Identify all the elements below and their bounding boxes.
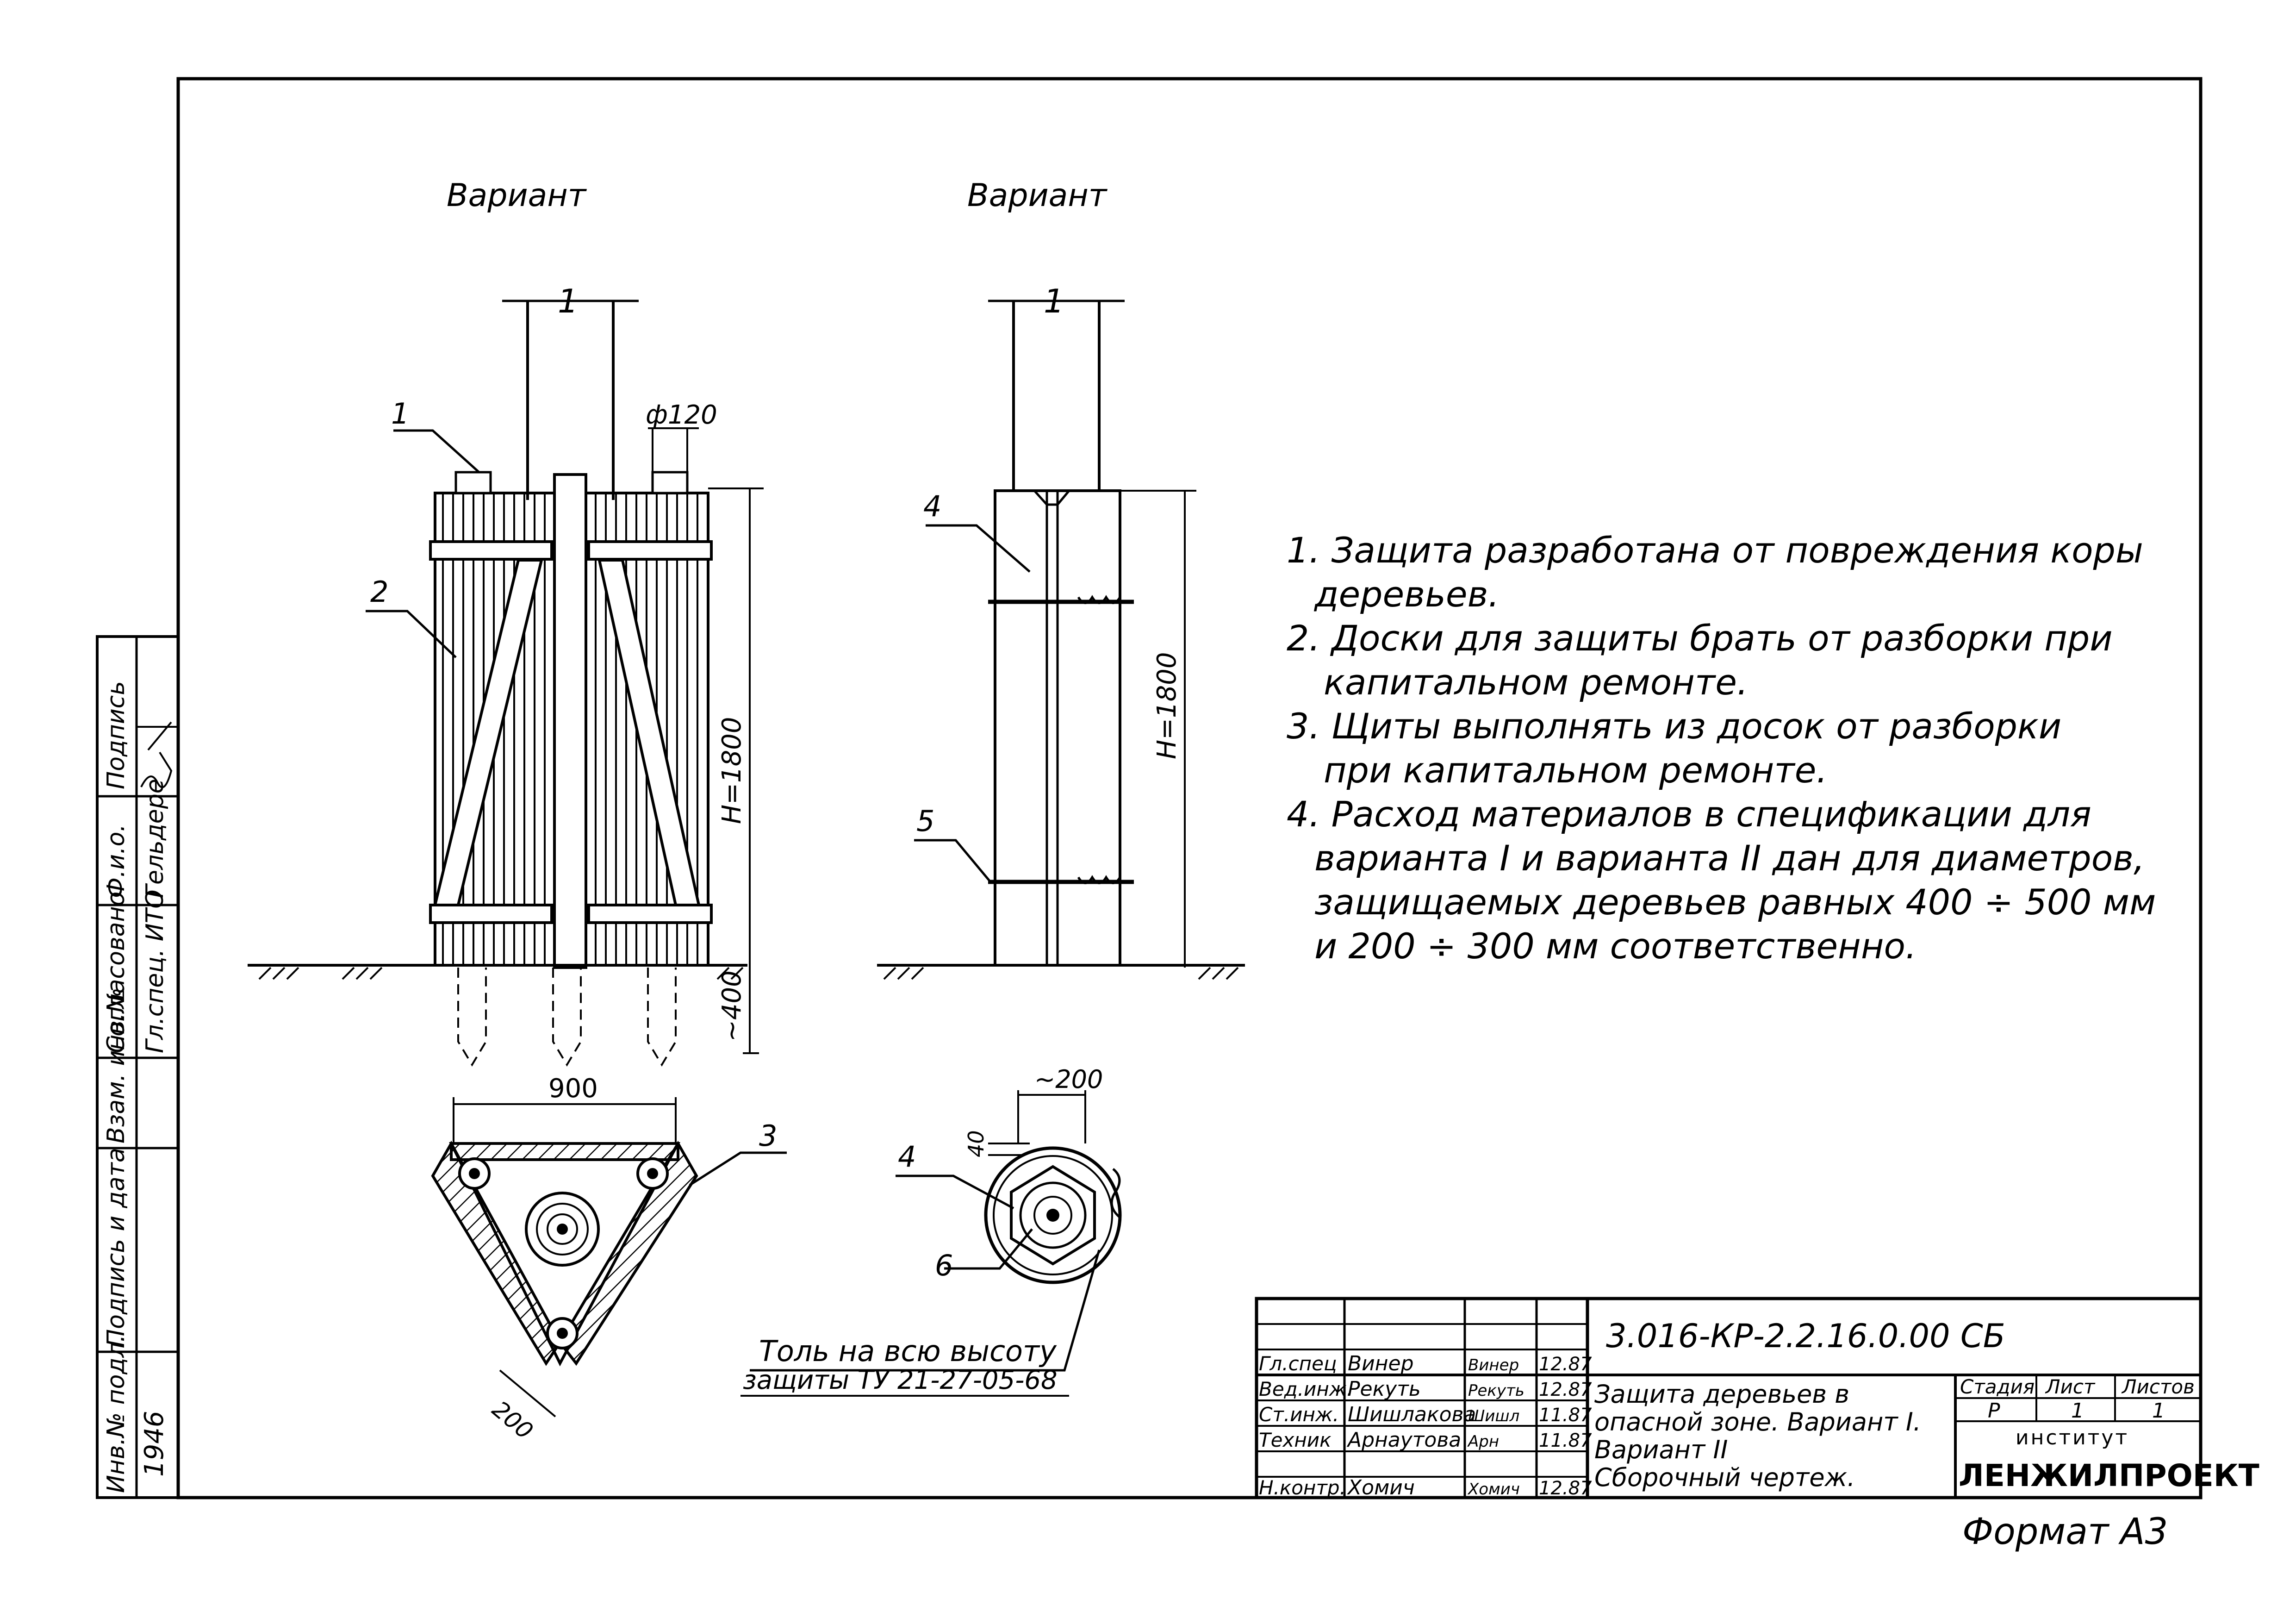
date-cell: 12.87 [1539, 1478, 1592, 1499]
stamp-fio: Ф.и.о. [102, 824, 130, 898]
sheets-label: Листов [2121, 1375, 2195, 1398]
left-axis-mark: 1 [558, 282, 579, 320]
title-line: Сборочный чертеж. [1594, 1463, 1855, 1492]
callout-3: 3 [759, 1119, 777, 1153]
plan-width: 900 [548, 1074, 598, 1104]
stamp-inv-orig: Инв.№ подл. [102, 1335, 130, 1493]
note-line: при капитальном ремонте. [1324, 750, 1828, 791]
stamp-sign-date: Подпись и дата [102, 1148, 130, 1347]
callout-4-plan: 4 [898, 1140, 916, 1174]
dim-height-right: H=1800 [1152, 652, 1182, 759]
stage-label: Стадия [1960, 1375, 2035, 1398]
sheet-label: Лист [2045, 1375, 2096, 1398]
callout-2: 2 [370, 575, 388, 609]
signature-cell: Шишл [1468, 1407, 1519, 1425]
dim-diameter: ф120 [646, 400, 717, 430]
note-line: деревьев. [1313, 574, 1500, 615]
signature-cell: Винер [1468, 1356, 1519, 1374]
note-line: 1. Защита разработана от повреждения кор… [1287, 530, 2143, 571]
note-line: и 200 ÷ 300 мм соответственно. [1314, 925, 1916, 967]
note-line: защищаемых деревьев равных 400 ÷ 500 мм [1314, 881, 2156, 923]
stage-value: Р [1988, 1399, 2000, 1423]
notes-block: 1. Защита разработана от повреждения кор… [1287, 530, 2156, 967]
date-cell: 11.87 [1539, 1405, 1592, 1426]
signature-cell: Рекуть [1468, 1381, 1524, 1400]
sheets-value: 1 [2152, 1399, 2165, 1423]
roll-note-line1: Толь на всю высоту [759, 1334, 1057, 1368]
doc-code: 3.016-КР-2.2.16.0.00 СБ [1606, 1317, 2005, 1355]
name-cell: Рекуть [1348, 1377, 1421, 1401]
name-cell: Шишлакова [1348, 1403, 1476, 1426]
right-variant-elevation: Вариант 1 4 5 H=1800 [877, 177, 1245, 980]
left-variant-title: Вариант [447, 177, 587, 214]
roll-note-line2: защиты ТУ 21-27-05-68 [743, 1365, 1058, 1395]
note-line: 3. Щиты выполнять из досок от разборки [1287, 706, 2061, 747]
stamp-agreed: Согласовано [102, 892, 130, 1053]
plan-gap: 40 [964, 1130, 989, 1157]
dim-depth: ~400 [717, 970, 747, 1042]
date-cell: 11.87 [1539, 1430, 1592, 1451]
institute-label: институт [2016, 1426, 2129, 1449]
right-variant-plan: ~200 40 4 6 [740, 1065, 1122, 1397]
title-line: опасной зоне. Вариант I. [1594, 1407, 1921, 1437]
note-line: 4. Расход материалов в спецификации для [1287, 793, 2091, 835]
side-stamp: Согласовано Ф.и.о. Подпись Гл.спец. ИТО … [96, 635, 180, 1499]
name-cell: Винер [1348, 1352, 1414, 1375]
stamp-chief: Гл.спец. ИТО [141, 890, 169, 1053]
dim-height-left: H=1800 [717, 717, 747, 824]
title-block: 3.016-КР-2.2.16.0.00 СБ Гл.спец Вед.инж.… [1255, 1297, 2259, 1499]
left-variant-plan: 900 3 200 [431, 1074, 787, 1445]
name-cell: Хомич [1347, 1476, 1415, 1499]
format-label: Формат А3 [1962, 1511, 2168, 1553]
stamp-inv-zam: Взам. инв.№ [102, 987, 130, 1143]
stamp-name: Гельдере [141, 779, 169, 898]
right-variant-title: Вариант [967, 177, 1108, 214]
name-cell: Арнаутова [1346, 1428, 1461, 1452]
title-line: Вариант II [1594, 1435, 1728, 1464]
signature-cell: Арн [1467, 1432, 1499, 1451]
stamp-signature: Подпись [102, 681, 130, 789]
right-axis-mark: 1 [1044, 282, 1064, 320]
date-cell: 12.87 [1539, 1354, 1592, 1375]
sheet-value: 1 [2071, 1399, 2084, 1423]
note-line: капитальном ремонте. [1324, 662, 1748, 703]
title-line: Защита деревьев в [1594, 1380, 1849, 1409]
stamp-inv-number: 1946 [139, 1411, 169, 1477]
role-cell: Вед.инж. [1259, 1378, 1353, 1400]
note-line: варианта I и варианта II дан для диаметр… [1314, 837, 2145, 879]
note-line: 2. Доски для защиты брать от разборки пр… [1287, 618, 2113, 659]
plan-board: 200 [487, 1396, 538, 1445]
role-cell: Ст.инж. [1259, 1403, 1339, 1426]
callout-1: 1 [391, 397, 409, 431]
stamp-signature-mark [140, 721, 173, 788]
plan-diameter: ~200 [1034, 1065, 1103, 1094]
role-cell: Гл.спец [1259, 1352, 1337, 1375]
callout-6: 6 [935, 1249, 953, 1282]
date-cell: 12.87 [1539, 1379, 1592, 1400]
institute-name: ЛЕНЖИЛПРОЕКТ [1959, 1458, 2259, 1493]
callout-4-top: 4 [923, 489, 941, 523]
left-variant-elevation: Вариант 1 [248, 177, 764, 1067]
role-cell: Техник [1259, 1429, 1332, 1451]
signature-cell: Хомич [1467, 1480, 1520, 1499]
callout-5: 5 [916, 804, 934, 838]
role-cell: Н.контр. [1259, 1476, 1346, 1499]
